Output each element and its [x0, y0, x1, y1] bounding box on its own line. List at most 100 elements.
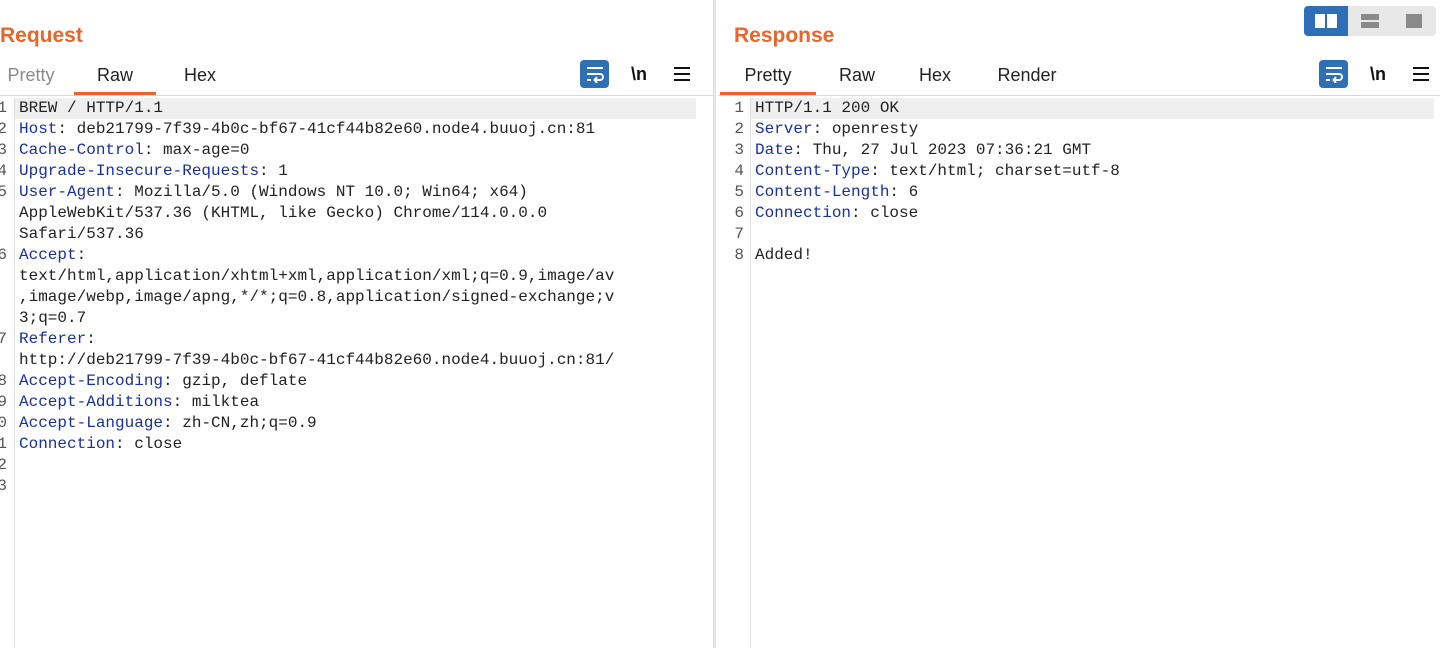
line-text: Content-Type: text/html; charset=utf-8 — [755, 161, 1120, 182]
line-text: 3;q=0.7 — [19, 308, 86, 329]
request-line: 3;q=0.7 — [0, 308, 713, 329]
header-name: User-Agent — [19, 183, 116, 201]
header-value: ,image/webp,image/apng,*/*;q=0.8,applica… — [19, 288, 615, 306]
response-show-newlines-button[interactable]: \n — [1370, 63, 1386, 84]
request-show-newlines-button[interactable]: \n — [631, 63, 647, 84]
header-name: Content-Length — [755, 183, 890, 201]
line-number: 7 — [0, 330, 7, 348]
request-line: 2 — [0, 455, 713, 476]
line-number: 2 — [0, 456, 7, 474]
request-tab-pretty[interactable]: Pretty — [7, 65, 55, 85]
response-line: 1 HTTP/1.1 200 OK — [718, 98, 1440, 119]
line-number: 5 — [0, 183, 7, 201]
rows-icon — [1361, 14, 1379, 28]
line-text: Cache-Control: max-age=0 — [19, 140, 249, 161]
line-number: 1 — [734, 99, 744, 117]
line-text: Server: openresty — [755, 119, 918, 140]
request-tab-hex[interactable]: Hex — [183, 65, 216, 85]
layout-top-bottom-button[interactable] — [1348, 6, 1392, 36]
request-line: 3 — [0, 476, 713, 497]
header-value: : Mozilla/5.0 (Windows NT 10.0; Win64; x… — [115, 183, 528, 201]
line-text: Safari/537.36 — [19, 224, 144, 245]
response-line: 8 Added! — [718, 245, 1440, 266]
line-number: 3 — [734, 141, 744, 159]
header-value: : close — [851, 204, 919, 222]
response-menu-button[interactable] — [1409, 60, 1433, 88]
response-tab-render[interactable]: Render — [997, 65, 1057, 85]
line-number: 4 — [0, 162, 7, 180]
response-tab-underline — [718, 95, 1440, 96]
layout-side-by-side-button[interactable] — [1304, 6, 1348, 36]
hamburger-menu-icon — [1413, 67, 1429, 81]
response-tab-hex[interactable]: Hex — [918, 65, 951, 85]
header-name: Accept-Encoding — [19, 372, 164, 390]
header-value: AppleWebKit/537.36 (KHTML, like Gecko) C… — [19, 204, 548, 222]
word-wrap-icon — [586, 67, 604, 83]
response-line: 4 Content-Type: text/html; charset=utf-8 — [718, 161, 1440, 182]
line-text: AppleWebKit/537.36 (KHTML, like Gecko) C… — [19, 203, 547, 224]
line-number: 9 — [0, 393, 7, 411]
line-number: 1 — [0, 99, 7, 117]
line-number: 7 — [734, 225, 744, 243]
header-value: : 1 — [259, 162, 288, 180]
line-number: 8 — [734, 246, 744, 264]
header-name: Accept-Language — [19, 414, 164, 432]
header-name: Accept — [19, 246, 77, 264]
line-number: 2 — [734, 120, 744, 138]
line-text: Accept-Additions: milktea — [19, 392, 259, 413]
line-text: Accept-Encoding: gzip, deflate — [19, 371, 307, 392]
response-tab-pretty[interactable]: Pretty — [720, 58, 816, 95]
line-number: 0 — [0, 414, 7, 432]
header-value: text/html,application/xhtml+xml,applicat… — [19, 267, 615, 285]
line-text: Date: Thu, 27 Jul 2023 07:36:21 GMT — [755, 140, 1091, 161]
response-editor[interactable]: 1 HTTP/1.1 200 OK 2 Server: openresty 3 Date:… — [718, 98, 1440, 648]
response-line: 3 Date: Thu, 27 Jul 2023 07:36:21 GMT — [718, 140, 1440, 161]
header-name: Date — [755, 141, 794, 159]
header-value: Added! — [755, 246, 813, 264]
header-value: : Thu, 27 Jul 2023 07:36:21 GMT — [793, 141, 1092, 159]
line-text: HTTP/1.1 200 OK — [755, 98, 899, 119]
line-number: 5 — [734, 183, 744, 201]
request-line: http://deb21799-7f39-4b0c-bf67-41cf44b82… — [0, 350, 713, 371]
request-word-wrap-button[interactable] — [580, 60, 609, 88]
line-text: Added! — [755, 245, 813, 266]
line-number: 2 — [0, 120, 7, 138]
header-value: 3;q=0.7 — [19, 309, 87, 327]
pane-divider[interactable] — [713, 0, 716, 648]
word-wrap-icon — [1325, 67, 1343, 83]
response-word-wrap-button[interactable] — [1319, 60, 1348, 88]
layout-switch — [1304, 6, 1436, 36]
header-name: Accept-Additions — [19, 393, 173, 411]
line-text: Connection: close — [19, 434, 182, 455]
response-line: 2 Server: openresty — [718, 119, 1440, 140]
header-name: Content-Type — [755, 162, 871, 180]
response-title: Response — [734, 24, 835, 47]
line-text: User-Agent: Mozilla/5.0 (Windows NT 10.0… — [19, 182, 528, 203]
request-line: 5 User-Agent: Mozilla/5.0 (Windows NT 10.… — [0, 182, 713, 203]
request-menu-button[interactable] — [670, 60, 694, 88]
header-value: : openresty — [812, 120, 919, 138]
request-title: Request — [0, 24, 83, 47]
line-text: Accept: — [19, 245, 86, 266]
response-pane: Response Pretty Raw Hex Render \n — [718, 0, 1440, 648]
line-text: text/html,application/xhtml+xml,applicat… — [19, 266, 614, 287]
header-value: HTTP/1.1 200 OK — [755, 99, 900, 117]
request-line: 9 Accept-Additions: milktea — [0, 392, 713, 413]
header-value: : 6 — [889, 183, 919, 201]
response-tab-raw[interactable]: Raw — [838, 65, 875, 85]
header-name: Referer — [19, 330, 87, 348]
layout-single-button[interactable] — [1392, 6, 1436, 36]
request-tab-raw[interactable]: Raw — [74, 58, 156, 95]
line-number: 6 — [734, 204, 744, 222]
line-number: 4 — [734, 162, 744, 180]
request-tabs: Pretty Raw Hex — [0, 58, 234, 95]
